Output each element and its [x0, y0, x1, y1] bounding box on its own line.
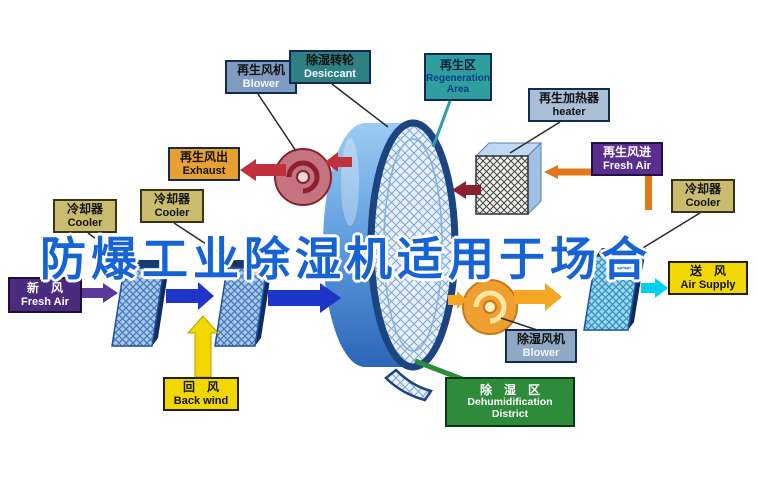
- label-dehumidification-district-cn: 除 湿 区: [479, 382, 540, 397]
- label-fresh-air-inlet-en: Fresh Air: [21, 295, 69, 308]
- label-dehumidification-district-en: Dehumidification District: [467, 395, 553, 420]
- label-fresh-air-inlet: 新 风 Fresh Air: [8, 277, 82, 313]
- label-dehumidify-blower-cn: 除湿风机: [516, 332, 565, 347]
- label-air-supply: 送 风 Air Supply: [668, 261, 748, 295]
- line-cooler-left-upper: [173, 222, 239, 266]
- line-cooler-far-left: [87, 232, 134, 267]
- fan-to-exchanger-arrow: [514, 283, 562, 311]
- process-fan: [462, 279, 518, 335]
- label-regeneration-exhaust-cn: 再生风出: [179, 150, 228, 165]
- label-cooler-right-en: Cooler: [685, 196, 721, 209]
- label-desiccant-rotor: 除湿转轮 Desiccant: [289, 50, 371, 84]
- label-dehumidify-blower-en: Blower: [522, 346, 560, 359]
- label-cooler-far-left: 冷却器 Cooler: [53, 199, 117, 233]
- rotor-to-fan-arrow: [448, 291, 467, 309]
- label-cooler-right: 冷却器 Cooler: [671, 179, 735, 213]
- label-regeneration-exhaust: 再生风出 Exhaust: [168, 147, 240, 181]
- heat-exchanger-left-2: [214, 260, 273, 347]
- heat-exchanger-left-1: [111, 260, 170, 347]
- label-regeneration-exhaust-en: Exhaust: [182, 164, 226, 177]
- heater-to-rotor-arrow: [452, 181, 481, 199]
- rotor-segment-wedge: [384, 368, 434, 402]
- line-desiccant: [331, 83, 389, 128]
- label-cooler-left-upper-cn: 冷却器: [153, 192, 190, 207]
- label-regeneration-blower-cn: 再生风机: [236, 63, 285, 78]
- label-return-air: 回 风 Back wind: [163, 377, 239, 411]
- label-regeneration-blower: 再生风机 Blower: [225, 60, 297, 94]
- line-blower-top: [257, 93, 297, 152]
- label-desiccant-rotor-cn: 除湿转轮: [305, 53, 354, 68]
- label-cooler-far-left-en: Cooler: [67, 216, 103, 229]
- line-heater: [509, 121, 561, 154]
- regen-hot-arrow-2: [240, 159, 286, 181]
- label-cooler-left-upper: 冷却器 Cooler: [140, 189, 204, 223]
- label-regeneration-heater-cn: 再生加热器: [538, 91, 599, 106]
- label-return-air-cn: 回 风: [182, 380, 219, 395]
- label-regeneration-area-en: Regeneration Area: [426, 72, 490, 95]
- regen-intake-stub: [645, 172, 652, 210]
- return-air-arrow: [186, 315, 220, 378]
- fresh-air-arrow: [82, 283, 118, 303]
- diagram-title: 防爆工业除湿机适用于场合: [40, 233, 652, 285]
- label-cooler-far-left-cn: 冷却器: [66, 202, 103, 217]
- line-regen-area: [431, 100, 452, 148]
- label-regeneration-fresh-air-cn: 再生风进: [602, 145, 651, 160]
- process-arrow-1: [166, 282, 214, 310]
- label-cooler-right-cn: 冷却器: [684, 182, 721, 197]
- line-cooler-right: [632, 212, 701, 255]
- label-regeneration-area: 再生区 Regeneration Area: [424, 53, 492, 101]
- label-regeneration-fresh-air: 再生风进 Fresh Air: [591, 142, 663, 176]
- rotor-wheel: [323, 119, 459, 371]
- heat-exchanger-right: [583, 248, 646, 331]
- label-air-supply-cn: 送 风: [689, 264, 726, 279]
- label-return-air-en: Back wind: [173, 394, 229, 407]
- label-dehumidification-district: 除 湿 区 Dehumidification District: [445, 377, 575, 427]
- label-regeneration-blower-en: Blower: [242, 77, 280, 90]
- label-regeneration-heater-en: heater: [552, 105, 586, 118]
- label-air-supply-en: Air Supply: [680, 278, 736, 291]
- air-supply-arrow: [641, 278, 668, 298]
- label-fresh-air-inlet-cn: 新 风: [26, 281, 63, 296]
- regen-hot-arrow-1: [325, 152, 352, 172]
- connector-lines: [87, 83, 701, 384]
- label-regeneration-heater: 再生加热器 heater: [528, 88, 610, 122]
- label-dehumidify-blower: 除湿风机 Blower: [505, 329, 577, 363]
- label-desiccant-rotor-en: Desiccant: [304, 67, 356, 80]
- label-cooler-left-upper-en: Cooler: [154, 206, 190, 219]
- regeneration-fan: [274, 148, 332, 206]
- line-blower-bottom: [500, 317, 541, 332]
- label-regeneration-fresh-air-en: Fresh Air: [603, 159, 651, 172]
- heater-box: [474, 141, 543, 216]
- label-regeneration-area-cn: 再生区: [439, 58, 476, 73]
- process-arrow-2: [268, 283, 341, 313]
